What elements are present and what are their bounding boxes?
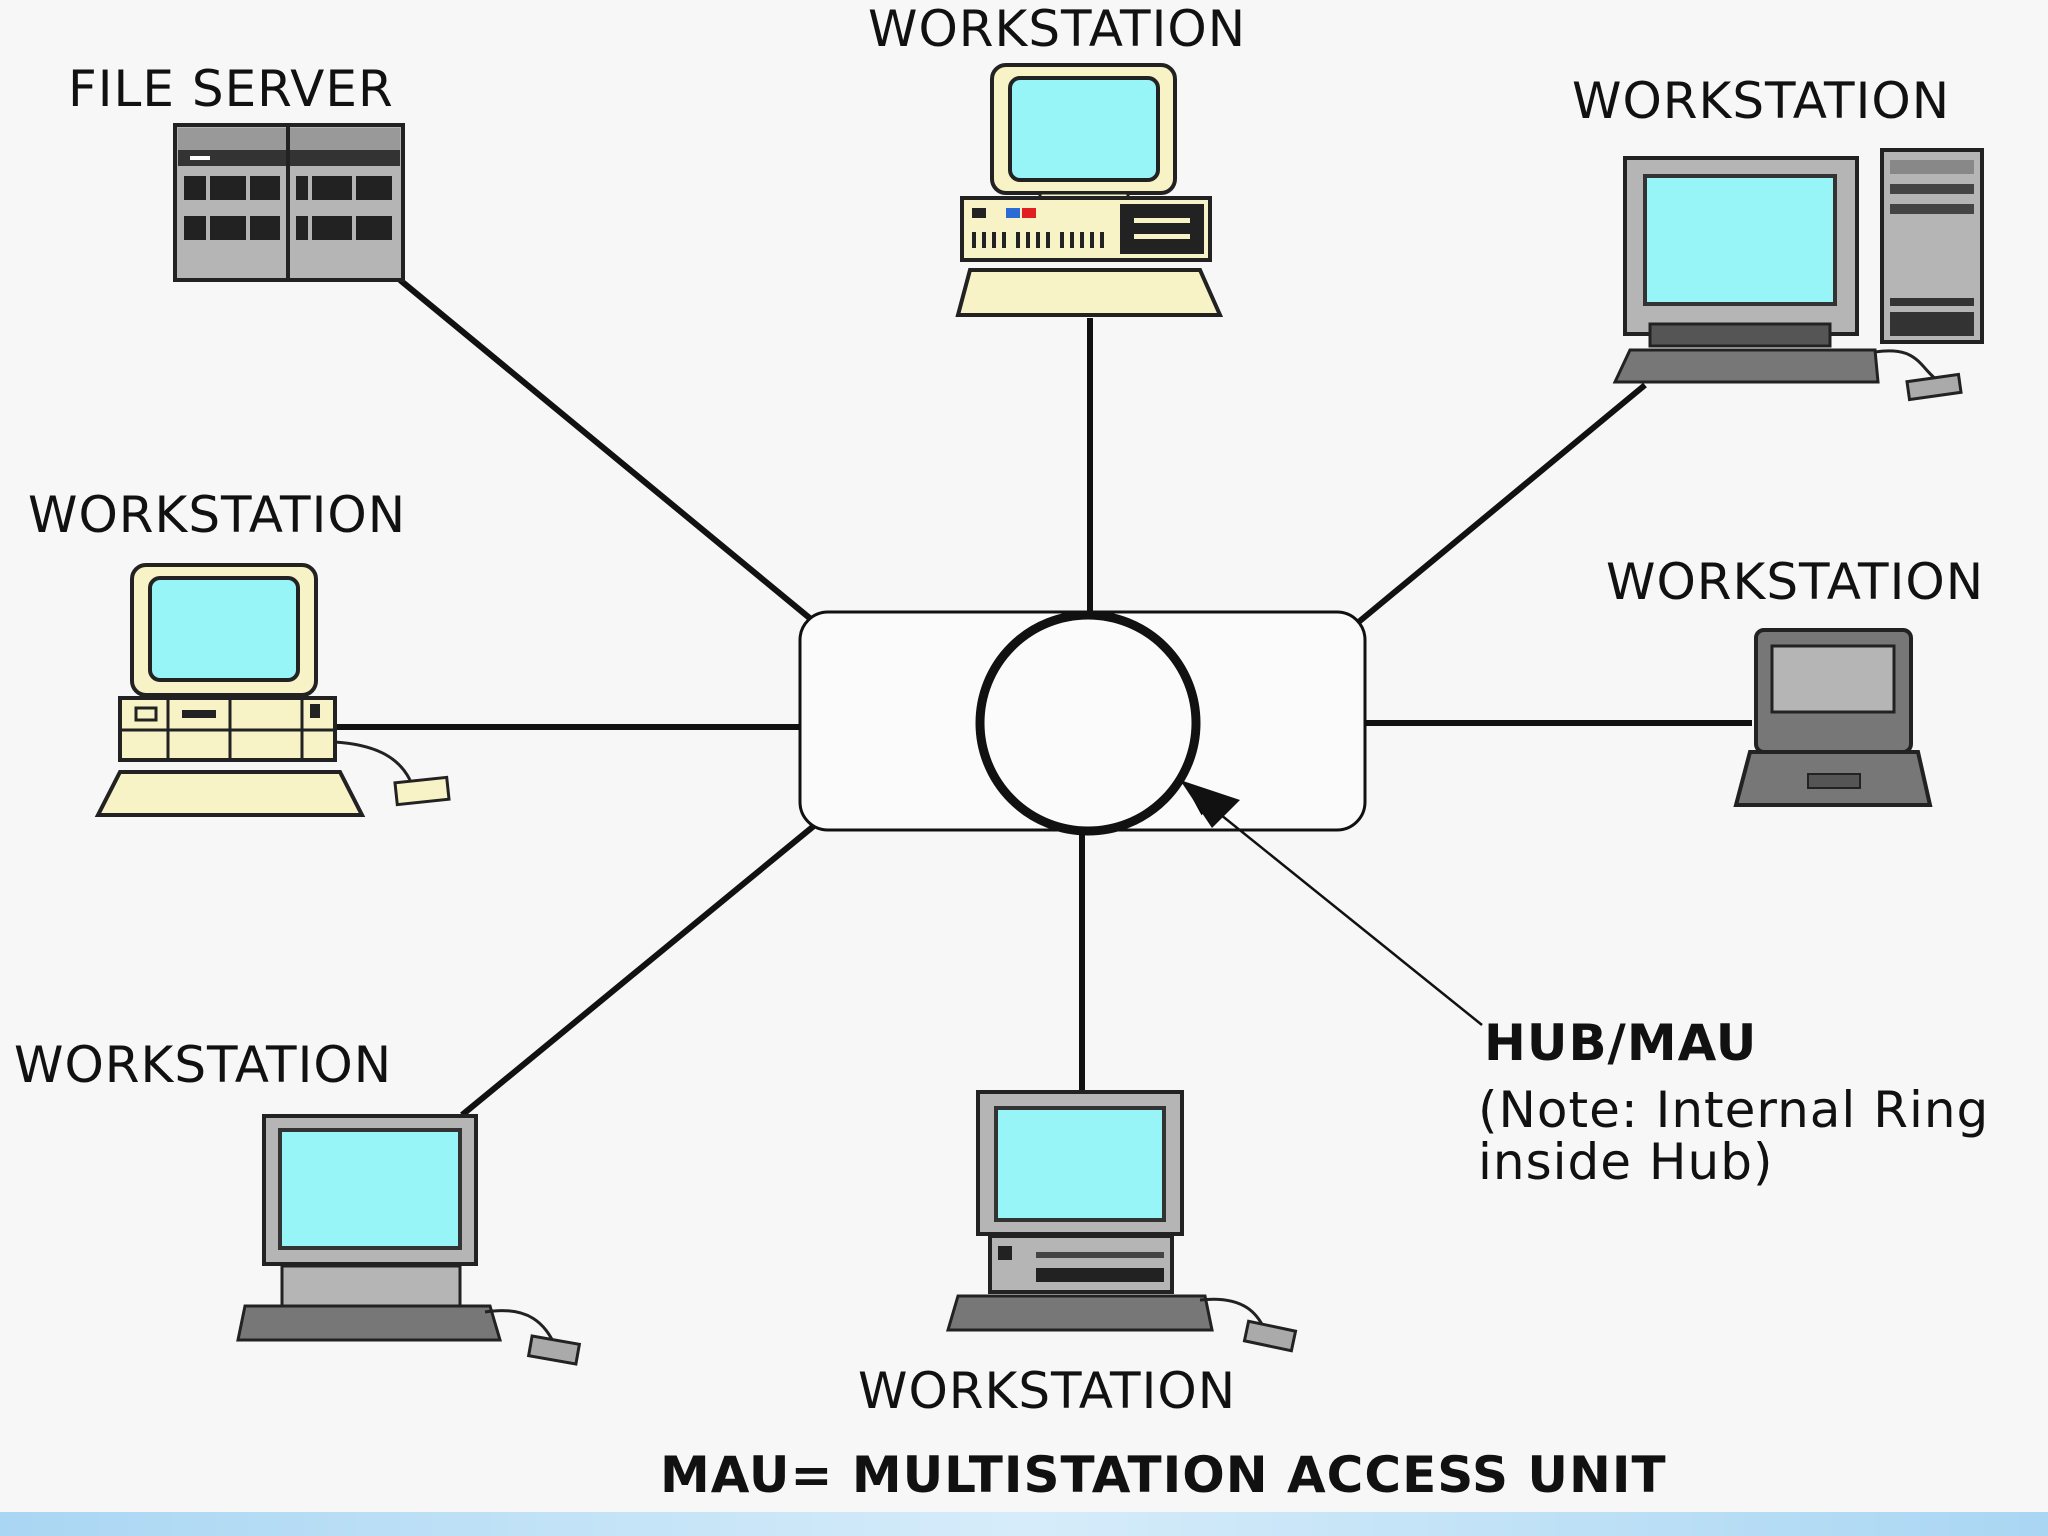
- link-ws-bottom-left: [460, 822, 817, 1118]
- file-server-icon: [173, 123, 405, 282]
- label-ws-bottom-left: WORKSTATION: [14, 1036, 393, 1094]
- hub-box: [798, 610, 1367, 832]
- footer-bar: [0, 1512, 2048, 1536]
- hub-pointer-head: [1180, 780, 1240, 828]
- connection-lines: [335, 277, 1752, 1118]
- hub-mau: [798, 610, 1367, 836]
- workstation-top-right-icon: [1612, 148, 1984, 402]
- workstation-left-icon: [94, 563, 451, 817]
- label-ws-bottom: WORKSTATION: [858, 1362, 1237, 1420]
- diagram-caption: MAU= MULTISTATION ACCESS UNIT: [660, 1446, 1667, 1504]
- label-ws-top-right: WORKSTATION: [1572, 72, 1951, 130]
- label-ws-left: WORKSTATION: [28, 486, 407, 544]
- link-ws-top-right: [1353, 382, 1647, 628]
- label-ws-top: WORKSTATION: [868, 0, 1247, 58]
- label-file-server: FILE SERVER: [68, 60, 394, 118]
- hub-title: HUB/MAU: [1484, 1014, 1758, 1072]
- internal-ring: [975, 610, 1201, 836]
- workstation-bottom-icon: [945, 1090, 1298, 1353]
- workstation-top-icon: [955, 63, 1224, 317]
- hub-note: (Note: Internal Ring inside Hub): [1478, 1081, 1990, 1191]
- workstation-bottom-left-icon: [236, 1114, 582, 1366]
- label-ws-right: WORKSTATION: [1606, 553, 1985, 611]
- hub-pointer-arrow: [1186, 786, 1483, 1026]
- workstation-right-icon: [1733, 628, 1933, 807]
- link-file-server: [398, 277, 814, 623]
